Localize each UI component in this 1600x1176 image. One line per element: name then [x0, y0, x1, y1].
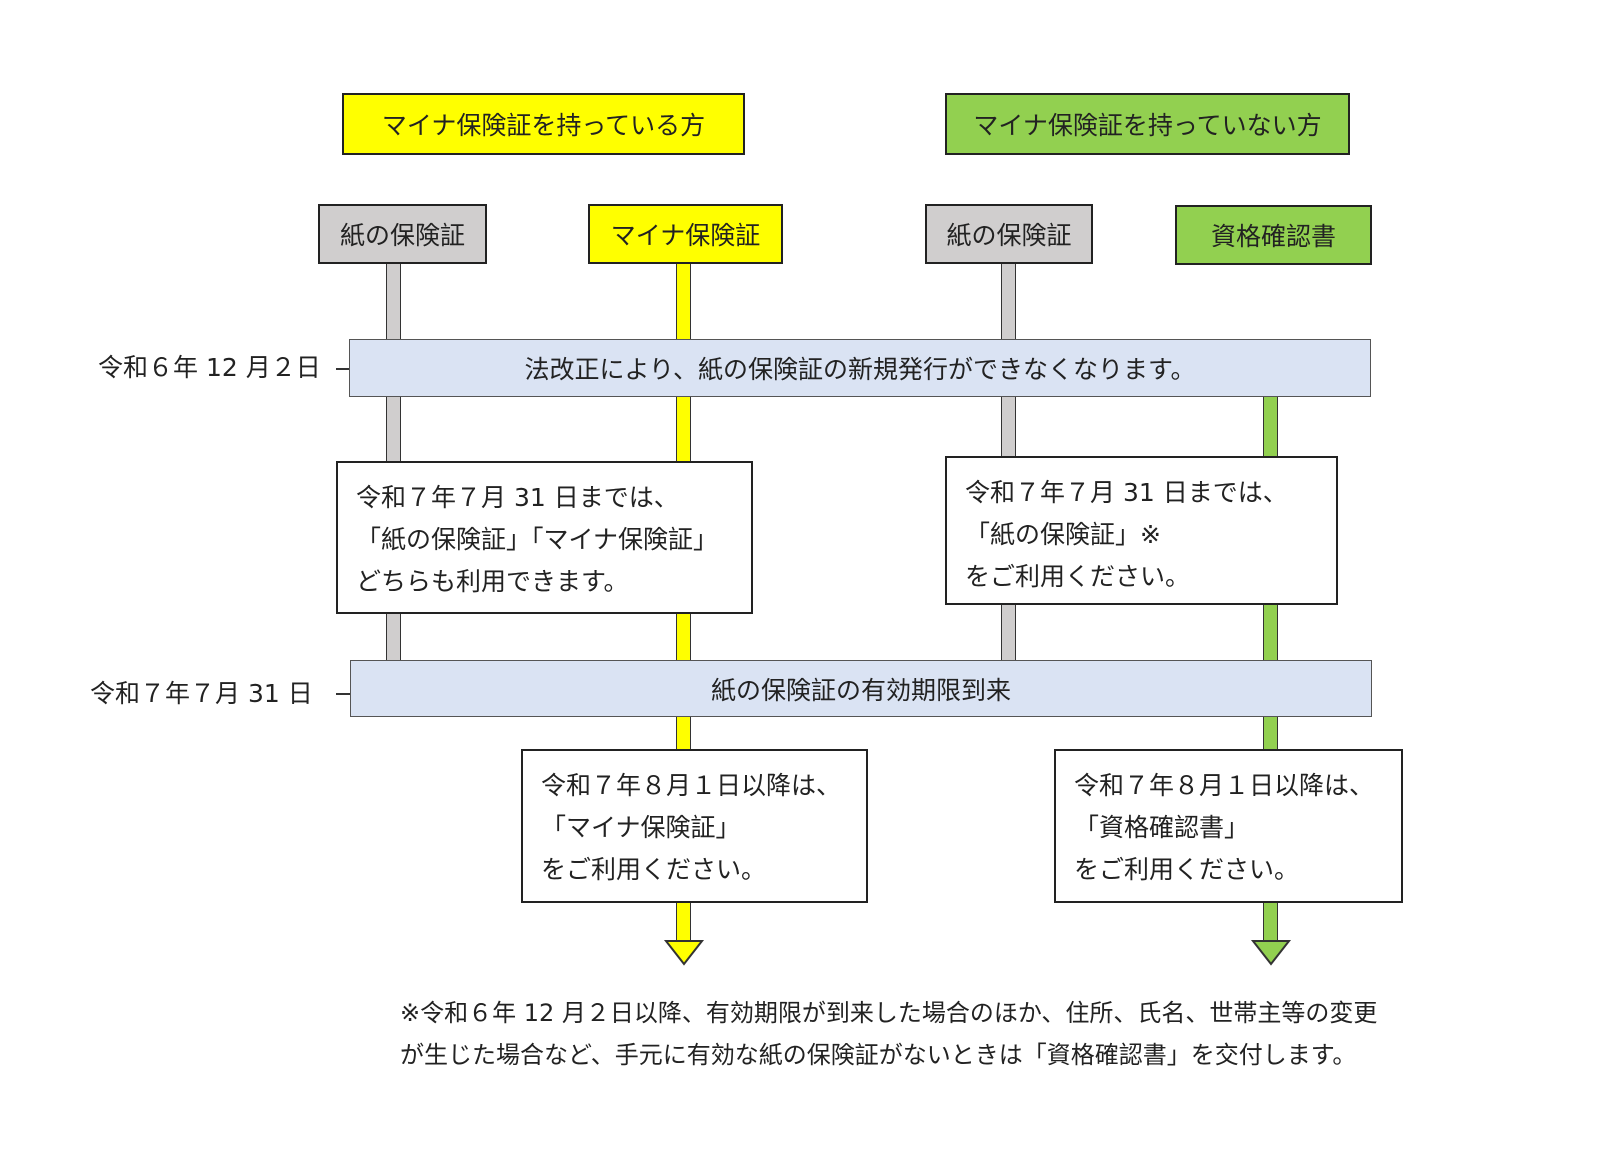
- note-line: をご利用ください。: [541, 855, 767, 884]
- column-header-certificate: 資格確認書: [1175, 205, 1372, 265]
- footnote-line: が生じた場合など、手元に有効な紙の保険証がないときは「資格確認書」を交付します。: [400, 1041, 1357, 1069]
- footnote-line: ※令和６年 12 月２日以降、有効期限が到来した場合のほか、住所、氏名、世帯主等…: [400, 999, 1378, 1027]
- group-header-with-card: マイナ保険証を持っている方: [342, 93, 745, 155]
- note-before-right: 令和７年７月 31 日までは、 「紙の保険証」※ をご利用ください。: [945, 456, 1338, 605]
- note-line: をご利用ください。: [1074, 855, 1300, 884]
- note-line: 「資格確認書」: [1074, 813, 1250, 842]
- note-line: 令和７年８月１日以降は、: [1074, 771, 1375, 800]
- note-line: をご利用ください。: [965, 562, 1191, 591]
- milestone-band: 法改正により、紙の保険証の新規発行ができなくなります。: [349, 339, 1371, 397]
- note-line: 令和７年７月 31 日までは、: [356, 483, 679, 512]
- note-line: 令和７年８月１日以降は、: [541, 771, 842, 800]
- note-after-right: 令和７年８月１日以降は、 「資格確認書」 をご利用ください。: [1054, 749, 1403, 903]
- column-header-paper-b: 紙の保険証: [925, 204, 1093, 264]
- column-header-myna: マイナ保険証: [588, 204, 783, 264]
- note-line: 「紙の保険証」※: [965, 520, 1161, 549]
- milestone-tick: [336, 368, 350, 370]
- milestone-band: 紙の保険証の有効期限到来: [350, 660, 1372, 717]
- milestone-tick: [336, 693, 350, 695]
- note-line: 令和７年７月 31 日までは、: [965, 478, 1288, 507]
- arrow-down-icon: [663, 940, 705, 966]
- note-line: 「マイナ保険証」: [541, 813, 741, 842]
- group-header-without-card: マイナ保険証を持っていない方: [945, 93, 1350, 155]
- note-before-left: 令和７年７月 31 日までは、 「紙の保険証」「マイナ保険証」 どちらも利用でき…: [336, 461, 753, 614]
- note-line: 「紙の保険証」「マイナ保険証」: [356, 525, 719, 554]
- column-header-paper-a: 紙の保険証: [318, 204, 487, 264]
- note-after-left: 令和７年８月１日以降は、 「マイナ保険証」 をご利用ください。: [521, 749, 868, 903]
- milestone-date: 令和７年７月 31 日: [90, 679, 313, 708]
- milestone-date: 令和６年 12 月２日: [98, 353, 321, 382]
- note-line: どちらも利用できます。: [356, 567, 629, 596]
- footnote: ※令和６年 12 月２日以降、有効期限が到来した場合のほか、住所、氏名、世帯主等…: [400, 992, 1377, 1076]
- arrow-down-icon: [1250, 940, 1292, 966]
